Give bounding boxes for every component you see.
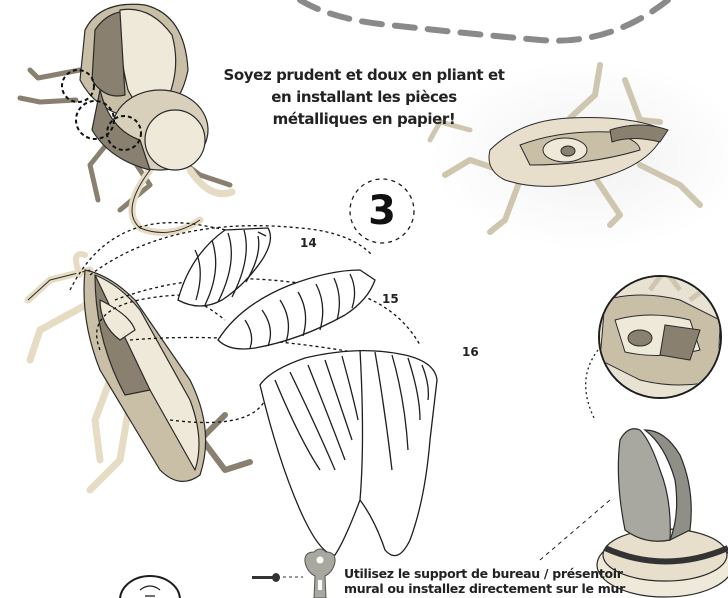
stand-instruction-line-2: mural ou installez directement sur le mu…	[344, 581, 728, 596]
part-label-15: 15	[382, 292, 399, 306]
instruction-tip: Soyez prudent et doux en pliant et en in…	[214, 64, 514, 130]
step-number: 3	[347, 176, 417, 246]
lens-pointer	[586, 350, 598, 420]
decorative-dashed-wave	[300, 0, 668, 41]
pin-icon	[252, 573, 303, 582]
part-label-14: 14	[300, 236, 317, 250]
wing-part-14	[178, 228, 270, 306]
bottom-oval-icon	[120, 576, 180, 598]
stand-pointer	[540, 500, 610, 560]
tip-line-1: Soyez prudent et doux en pliant et	[214, 64, 514, 86]
tip-line-2: en installant les pièces	[214, 86, 514, 108]
wing-part-16	[260, 350, 437, 556]
stand-instruction: Utilisez le support de bureau / présento…	[344, 566, 728, 596]
zoom-lens-icon	[595, 270, 725, 400]
wall-mount-icon	[305, 549, 335, 598]
part-label-16: 16	[462, 345, 479, 359]
tip-line-3: métalliques en papier!	[214, 108, 514, 130]
stand-instruction-line-1: Utilisez le support de bureau / présento…	[344, 566, 728, 581]
beetle-top-left	[20, 4, 232, 232]
